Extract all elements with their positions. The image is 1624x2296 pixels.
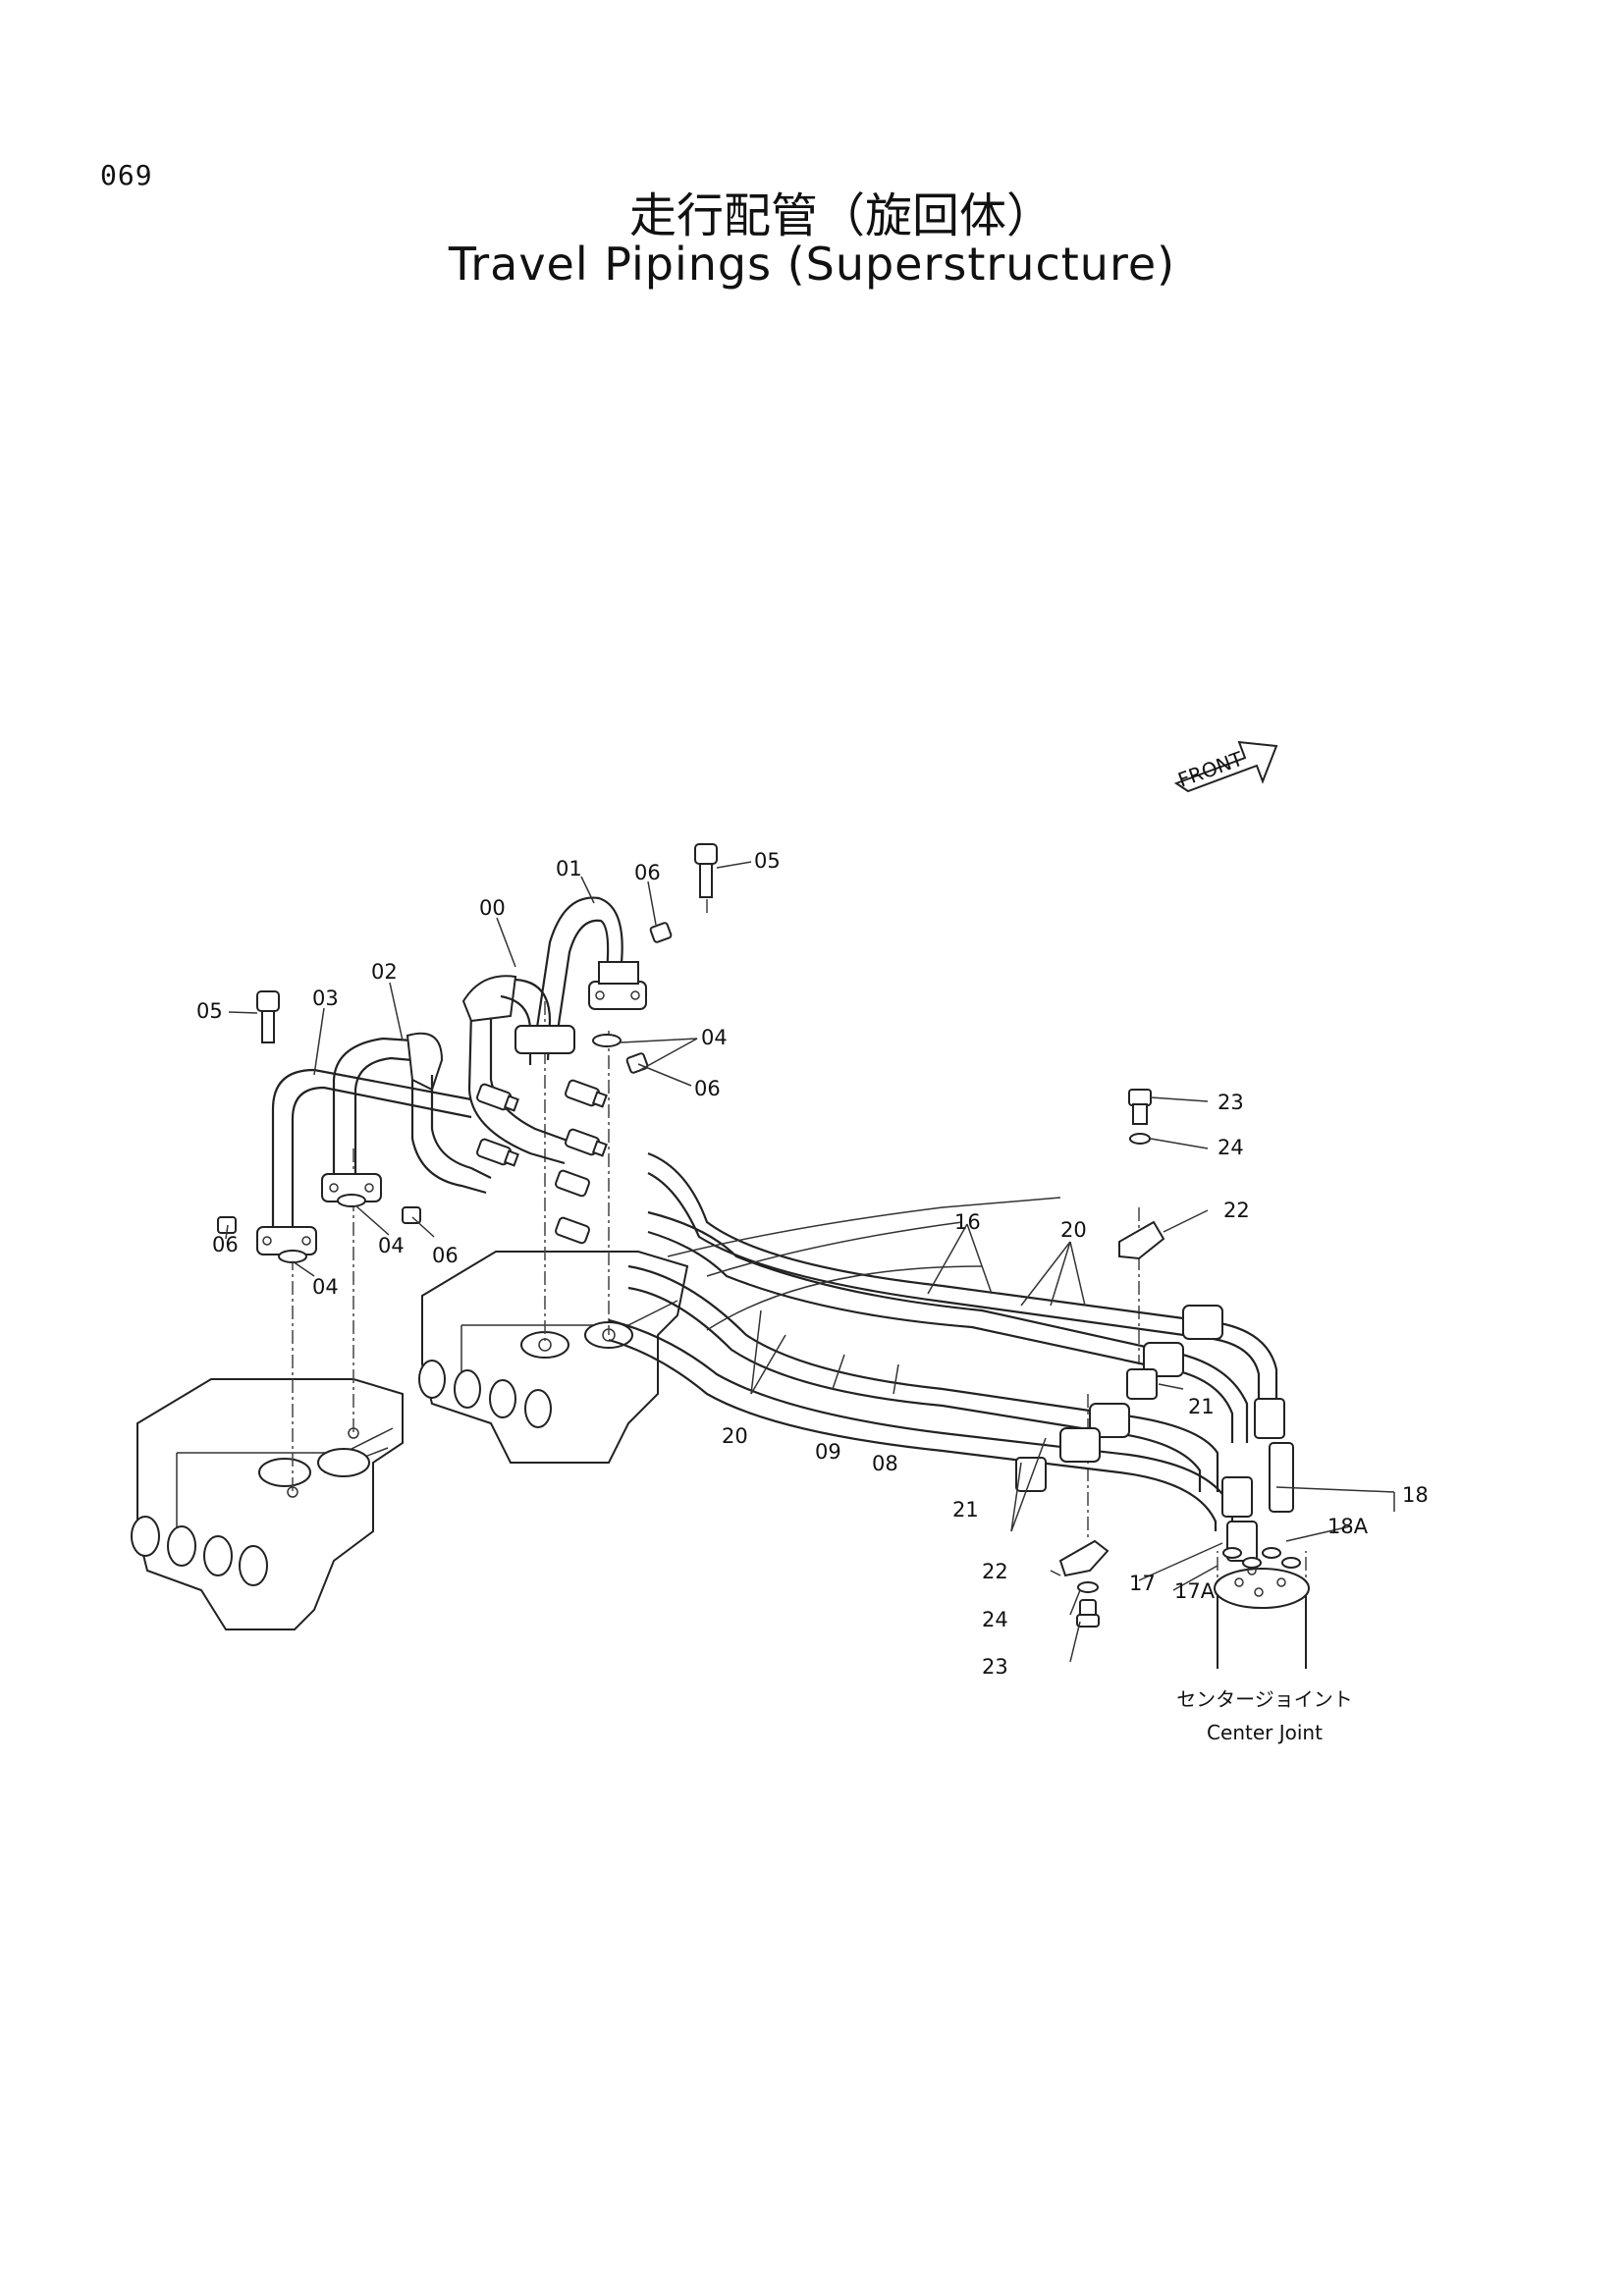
center-joint-label-jp: センタージョイント (1176, 1687, 1353, 1711)
callout-23-upper: 23 (1218, 1091, 1244, 1114)
bolt-05-left (256, 990, 280, 1043)
left-control-valve (131, 1378, 404, 1630)
o-ring-04-upper (592, 1034, 622, 1047)
adapter-fittings (476, 1079, 608, 1245)
callout-17a: 17A (1174, 1579, 1216, 1603)
callout-01: 01 (556, 857, 582, 881)
callout-09: 09 (815, 1440, 841, 1464)
callout-20-upper: 20 (1060, 1218, 1087, 1242)
callout-18: 18 (1402, 1483, 1429, 1507)
callout-03: 03 (312, 987, 339, 1010)
steel-pipe-02 (321, 1032, 492, 1202)
clamps (1015, 1220, 1165, 1577)
callout-06-right: 06 (432, 1244, 459, 1267)
plug-06-upper (649, 922, 673, 943)
o-ring-04-mid (337, 1194, 366, 1207)
steel-pipe-00 (461, 975, 575, 1165)
steel-pipe-03 (256, 1068, 472, 1255)
center-joint-label-en: Center Joint (1207, 1721, 1323, 1744)
callout-21-lower: 21 (952, 1498, 979, 1522)
front-label: FRONT (1175, 747, 1247, 792)
callout-00: 00 (479, 896, 506, 920)
center-joint (1214, 1547, 1310, 1669)
callout-labels: 01 00 02 03 05 05 06 04 06 06 04 06 04 1… (196, 849, 1429, 1679)
plug-06-right (402, 1206, 421, 1224)
leader-lines (225, 861, 1395, 1663)
bolt-23-lower (1076, 1599, 1100, 1628)
callout-04-mid: 04 (378, 1234, 405, 1257)
callout-16: 16 (954, 1210, 981, 1234)
callout-04-upper: 04 (701, 1026, 728, 1049)
o-ring-04-left (278, 1250, 307, 1263)
callout-18a: 18A (1327, 1515, 1369, 1538)
callout-22-upper: 22 (1223, 1199, 1250, 1222)
page-title-english: Travel Pipings (Superstructure) (448, 238, 1176, 291)
front-arrow-icon: FRONT (1173, 740, 1278, 793)
callout-06-mid: 06 (694, 1077, 721, 1100)
callout-08: 08 (872, 1452, 898, 1475)
right-control-valve (418, 1251, 689, 1464)
callout-06-upper: 06 (634, 861, 661, 884)
bolt-05-upper (694, 843, 718, 898)
plug-06-mid (625, 1052, 649, 1074)
hose-bundle (608, 1151, 1278, 1531)
washer-24-upper (1129, 1133, 1151, 1145)
assembly-lines (292, 874, 1307, 1669)
bolt-23-upper (1128, 1089, 1152, 1125)
callout-04-left: 04 (312, 1275, 339, 1299)
callout-20-lower: 20 (722, 1424, 748, 1448)
callout-02: 02 (371, 960, 398, 984)
page-number: 069 (100, 159, 153, 191)
steel-pipe-01 (533, 896, 647, 1051)
page-title-japanese: 走行配管（旋回体） (628, 188, 1054, 243)
callout-06-left: 06 (212, 1233, 239, 1256)
callout-21-upper: 21 (1188, 1395, 1215, 1418)
hose-end-fittings (1059, 1305, 1294, 1562)
washer-24-lower (1077, 1581, 1099, 1593)
callout-05-left: 05 (196, 999, 223, 1023)
callout-05-upper: 05 (754, 849, 781, 873)
small-hardware (217, 843, 1152, 1628)
callout-17: 17 (1129, 1572, 1156, 1595)
callout-22-lower: 22 (982, 1560, 1008, 1583)
callout-24-upper: 24 (1218, 1136, 1244, 1159)
callout-24-lower: 24 (982, 1608, 1008, 1631)
callout-23-lower: 23 (982, 1655, 1008, 1679)
